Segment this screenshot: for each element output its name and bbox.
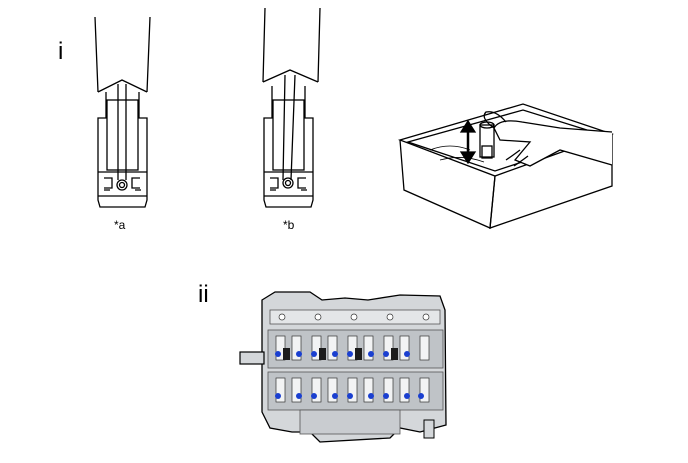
lash-adjuster-angled bbox=[262, 7, 321, 208]
tool-shaft bbox=[94, 16, 151, 93]
step-one-label: i bbox=[58, 38, 64, 65]
tool-shaft bbox=[262, 7, 321, 83]
callout-a-label: *a bbox=[114, 218, 126, 232]
check-ball bbox=[282, 177, 294, 189]
camshaft-stub bbox=[239, 351, 265, 365]
adjuster-body bbox=[97, 92, 148, 208]
adjuster-bore bbox=[106, 99, 139, 171]
step-two-label: ii bbox=[198, 281, 209, 308]
wire-stem bbox=[117, 84, 127, 180]
adjuster-in-oil bbox=[479, 124, 495, 158]
highlighted-lash-adjusters bbox=[275, 351, 424, 399]
callout-b-label: *b bbox=[283, 218, 295, 232]
lash-adjuster-straight bbox=[94, 16, 151, 208]
wire-tip bbox=[97, 79, 148, 93]
wire-tip bbox=[262, 69, 319, 83]
adjuster-bore bbox=[272, 99, 305, 171]
oil-pan-illustration bbox=[397, 103, 614, 229]
wire-stem bbox=[282, 74, 296, 181]
hand bbox=[493, 120, 613, 167]
check-ball bbox=[116, 179, 128, 191]
cylinder-head-illustration bbox=[239, 291, 447, 443]
adjuster-body bbox=[263, 86, 314, 208]
